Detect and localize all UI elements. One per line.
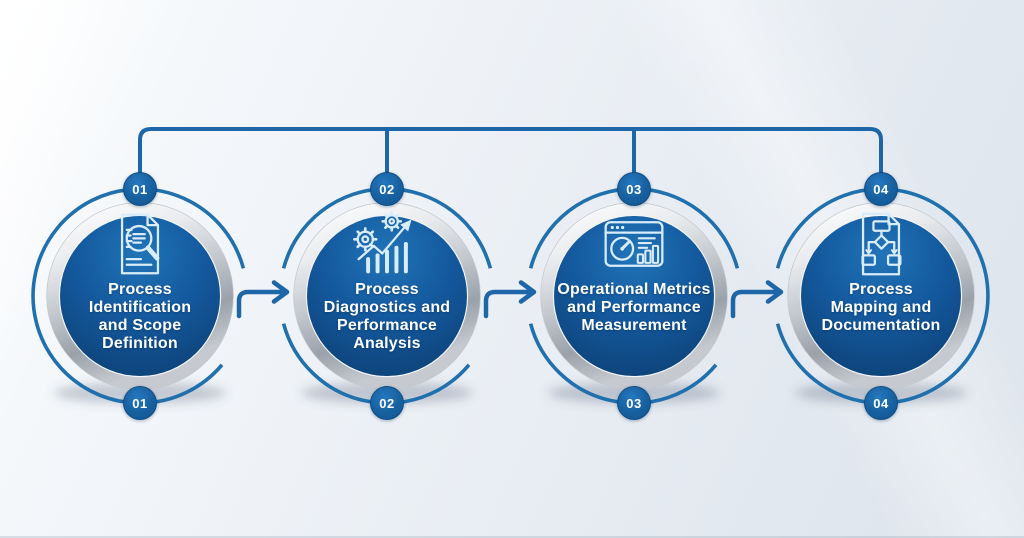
top-connector-line [138,127,883,185]
step-2-title: Process Diagnostics and Performance Anal… [323,281,451,353]
step-3-bottom-badge: 03 [617,386,651,420]
step-2-top-badge: 02 [370,172,404,206]
step-circle-2 [281,187,493,405]
document-magnifier-icon [98,209,182,279]
step-1-top-badge: 01 [123,172,157,206]
flow-arrow-2-3 [483,280,537,319]
step-4-title: Process Mapping and Documentation [821,281,941,335]
dashboard-gauge-icon [592,209,676,279]
step-1-bottom-badge: 01 [123,386,157,420]
step-circle-3 [528,187,740,405]
flowchart-document-icon [839,209,923,279]
step-2-bottom-badge: 02 [370,386,404,420]
step-3-top-badge: 03 [617,172,651,206]
step-4-top-badge: 04 [864,172,898,206]
flow-arrow-3-4 [730,280,784,319]
step-4-bottom-badge: 04 [864,386,898,420]
flow-arrow-1-2 [236,280,290,319]
gears-growth-chart-icon [345,209,429,279]
step-3-title: Operational Metrics and Performance Meas… [557,281,711,335]
step-1-title: Process Identification and Scope Definit… [88,281,192,353]
